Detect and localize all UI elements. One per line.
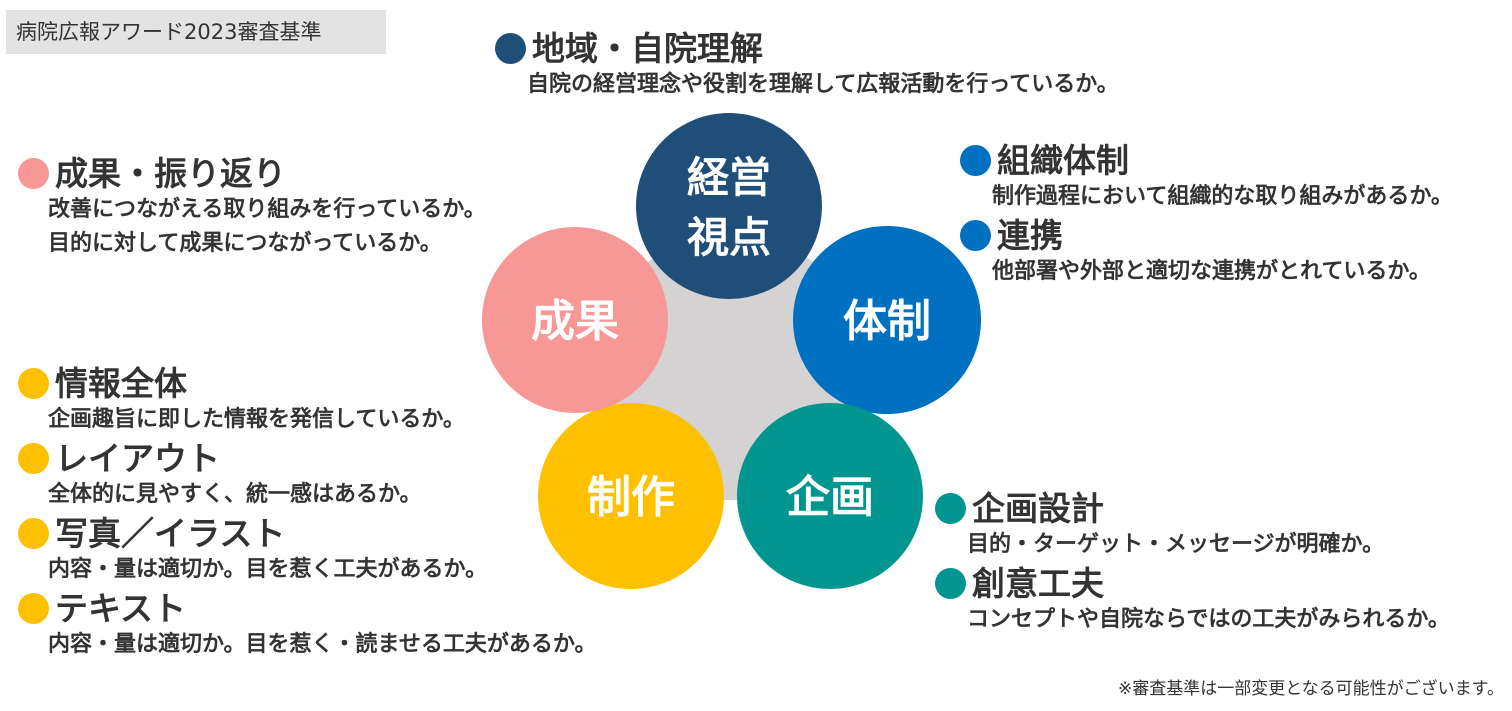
section-text: テキスト 内容・量は適切か。目を惹く・読ませる工夫があるか。 bbox=[18, 590, 596, 662]
circle-seika-label: 成果 bbox=[531, 296, 619, 347]
circle-kikaku-label: 企画 bbox=[786, 472, 874, 523]
bullet-dot-icon bbox=[18, 368, 49, 400]
section-heading: レイアウト bbox=[55, 439, 220, 478]
bullet-dot-icon bbox=[495, 33, 526, 65]
section-desc: 目的・ターゲット・メッセージが明確か。 bbox=[967, 531, 1385, 557]
section-shashin: 写真／イラスト 内容・量は適切か。目を惹く工夫があるか。 bbox=[18, 515, 487, 587]
section-desc: 全体的に見やすく、統一感はあるか。 bbox=[48, 481, 422, 507]
circle-seika bbox=[482, 227, 668, 413]
section-desc: 目的に対して成果につながっているか。 bbox=[48, 231, 442, 257]
section-soui: 創意工夫 コンセプトや自院ならではの工夫がみられるか。 bbox=[935, 565, 1450, 637]
circle-taisei bbox=[793, 226, 981, 414]
section-desc: 他部署や外部と適切な連携がとれているか。 bbox=[992, 258, 1431, 284]
section-heading: 連携 bbox=[997, 216, 1063, 255]
section-desc: 制作過程において組織的な取り組みがあるか。 bbox=[992, 183, 1453, 209]
bullet-dot-icon bbox=[18, 443, 49, 475]
section-layout: レイアウト 全体的に見やすく、統一感はあるか。 bbox=[18, 440, 422, 512]
circle-seisaku bbox=[538, 403, 724, 589]
section-desc: 自院の経営理念や役割を理解して広報活動を行っているか。 bbox=[527, 71, 1119, 97]
bullet-dot-icon bbox=[18, 158, 49, 190]
circle-keiei bbox=[636, 113, 822, 299]
bullet-dot-icon bbox=[935, 568, 966, 600]
section-chiiki: 地域・自院理解 自院の経営理念や役割を理解して広報活動を行っているか。 bbox=[495, 30, 1119, 102]
bullet-dot-icon bbox=[960, 145, 991, 177]
bullet-dot-icon bbox=[18, 518, 49, 550]
circle-taisei-label: 体制 bbox=[843, 296, 931, 347]
bullet-dot-icon bbox=[960, 220, 991, 252]
section-heading: 情報全体 bbox=[55, 364, 187, 403]
circle-seisaku-label: 制作 bbox=[587, 472, 675, 523]
page-title: 病院広報アワード2023審査基準 bbox=[6, 10, 386, 54]
section-heading: 成果・振り返り bbox=[55, 154, 286, 193]
section-heading: 写真／イラスト bbox=[55, 514, 286, 553]
section-heading: 企画設計 bbox=[972, 489, 1104, 528]
circle-kikaku bbox=[737, 403, 923, 589]
section-seika-furikaeri: 成果・振り返り 改善につながえる取り組みを行っているか。 目的に対して成果につな… bbox=[18, 155, 486, 261]
section-desc: 企画趣旨に即した情報を発信しているか。 bbox=[48, 406, 465, 432]
section-soshiki: 組織体制 制作過程において組織的な取り組みがあるか。 bbox=[960, 142, 1453, 214]
section-desc: 内容・量は適切か。目を惹く・読ませる工夫があるか。 bbox=[48, 631, 597, 657]
section-kikaku-sekkei: 企画設計 目的・ターゲット・メッセージが明確か。 bbox=[935, 490, 1384, 562]
bullet-dot-icon bbox=[935, 493, 966, 525]
circle-keiei-label-2: 視点 bbox=[687, 213, 771, 262]
section-heading: 組織体制 bbox=[997, 141, 1129, 180]
bullet-dot-icon bbox=[18, 593, 49, 625]
section-heading: 創意工夫 bbox=[972, 564, 1104, 603]
section-renkei: 連携 他部署や外部と適切な連携がとれているか。 bbox=[960, 217, 1431, 289]
section-desc: 内容・量は適切か。目を惹く工夫があるか。 bbox=[48, 556, 488, 582]
section-desc: コンセプトや自院ならではの工夫がみられるか。 bbox=[967, 606, 1450, 632]
section-heading: テキスト bbox=[55, 589, 187, 628]
footnote: ※審査基準は一部変更となる可能性がございます。 bbox=[1117, 679, 1504, 699]
section-joho: 情報全体 企画趣旨に即した情報を発信しているか。 bbox=[18, 365, 465, 437]
section-heading: 地域・自院理解 bbox=[532, 29, 763, 68]
section-desc: 改善につながえる取り組みを行っているか。 bbox=[48, 196, 486, 222]
circle-keiei-label-1: 経営 bbox=[687, 153, 771, 202]
